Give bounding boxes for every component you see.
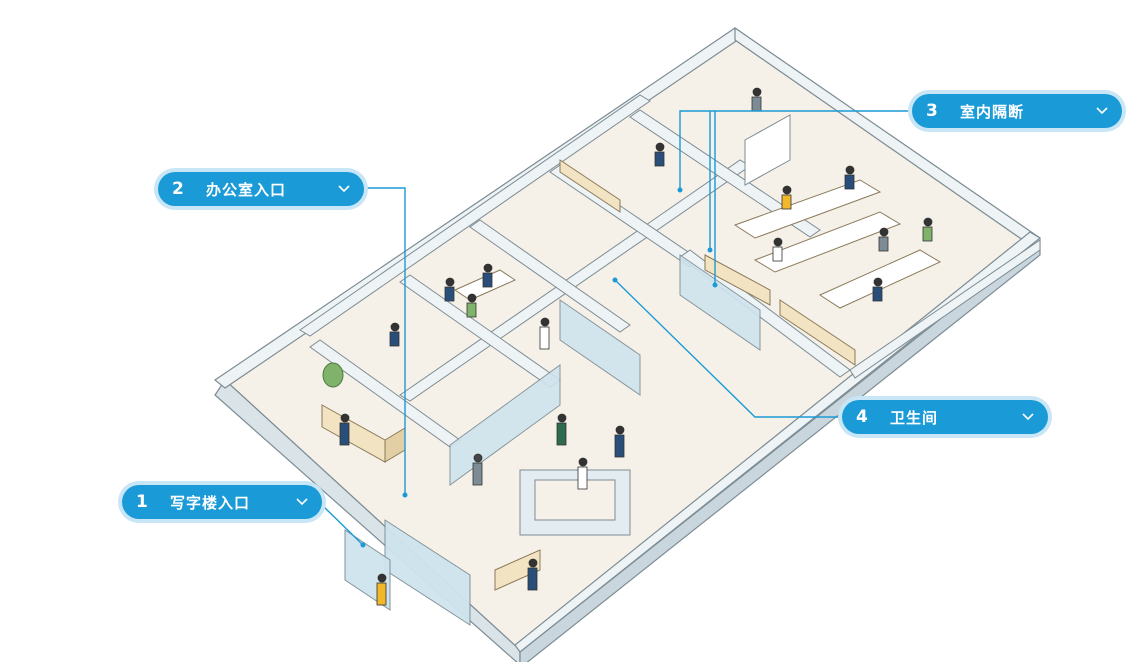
leader-line-1: [321, 504, 364, 546]
person-hall: [556, 413, 567, 446]
leader-dot-4: [612, 277, 618, 283]
callout-label: 卫生间: [890, 408, 939, 427]
person-work-3: [772, 237, 783, 262]
person-lounge: [654, 142, 665, 167]
callout-number: 4: [856, 407, 868, 427]
interior-walls: [299, 94, 1041, 626]
callout-restroom[interactable]: 4 卫生间: [842, 400, 1048, 434]
person-work-5: [922, 217, 933, 242]
person-reception: [339, 413, 350, 446]
chevron-down-icon: [336, 181, 352, 197]
callout-interior-partition[interactable]: 3 室内隔断: [912, 94, 1122, 128]
callout-office-building-entrance[interactable]: 1 写字楼入口: [122, 485, 322, 519]
chevron-down-icon: [1094, 103, 1110, 119]
furniture: [321, 114, 942, 591]
callout-number: 1: [136, 492, 148, 512]
callout-office-entrance[interactable]: 2 办公室入口: [158, 172, 364, 206]
callout-label: 室内隔断: [960, 102, 1025, 121]
leader-dot-2: [402, 492, 408, 498]
leader-line-4: [614, 279, 842, 418]
callout-label: 办公室入口: [206, 180, 287, 199]
person-meeting-3: [482, 263, 493, 288]
person-work-2: [844, 165, 855, 190]
chevron-down-icon: [1020, 409, 1036, 425]
person-lobby: [472, 453, 483, 486]
leader-dot-3b: [707, 247, 713, 253]
person-work-4: [878, 227, 889, 252]
person-meeting-2: [466, 293, 477, 318]
leader-line-2: [365, 187, 406, 495]
chevron-down-icon: [294, 494, 310, 510]
leader-dot-3a: [677, 187, 683, 193]
callout-number: 3: [926, 101, 938, 121]
leader-lines: [321, 110, 910, 548]
leader-line-3a: [679, 110, 910, 190]
person-visitor: [376, 573, 387, 606]
person-work-6: [872, 277, 883, 302]
person-meeting-1: [444, 277, 455, 302]
leader-dot-1: [360, 542, 366, 548]
callout-number: 2: [172, 179, 184, 199]
leader-dot-3c: [712, 282, 718, 288]
person-elevator: [577, 457, 588, 490]
person-desk: [389, 322, 400, 347]
person-corridor: [539, 317, 550, 350]
person-work-1: [781, 185, 792, 210]
person-top: [751, 87, 762, 112]
people: [339, 87, 933, 606]
person-guard: [527, 558, 538, 591]
callout-label: 写字楼入口: [170, 493, 251, 512]
person-pantry: [614, 425, 625, 458]
